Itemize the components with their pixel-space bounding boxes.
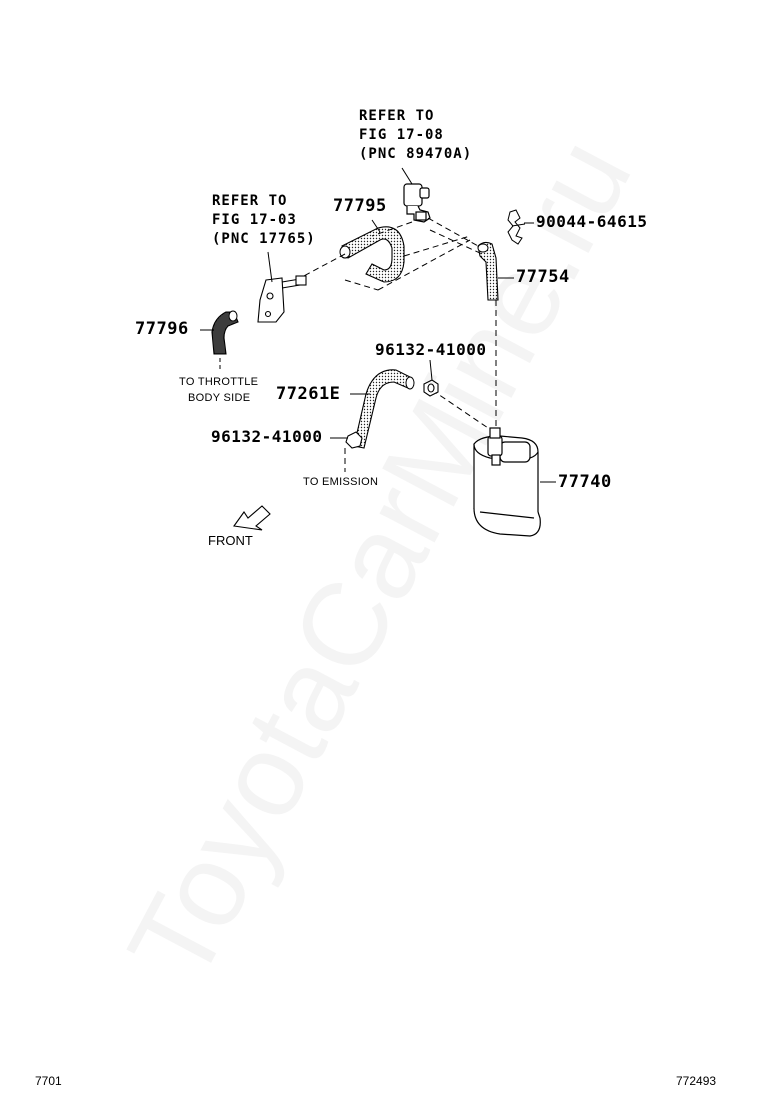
hose-77795 (339, 226, 405, 283)
clamp-top (423, 379, 439, 397)
leader-77795 (371, 219, 381, 233)
clip-part (507, 209, 526, 245)
part-96132-41000-bottom: 96132-41000 (211, 427, 323, 446)
note-to-emission: TO EMISSION (303, 476, 379, 488)
refer-fig-17-03-line2: FIG 17-03 (212, 212, 297, 228)
clamp-bottom (345, 431, 363, 449)
part-77740: 77740 (558, 472, 612, 492)
front-arrow-icon (233, 505, 271, 531)
refer-fig-17-08-line1: REFER TO (359, 108, 435, 124)
part-77754: 77754 (516, 267, 570, 287)
leader-96132-top (429, 359, 433, 381)
part-77795: 77795 (333, 196, 387, 216)
part-96132-41000-top: 96132-41000 (375, 340, 487, 359)
note-to-throttle-line2: BODY SIDE (188, 392, 251, 404)
hose-77261E (353, 369, 415, 449)
footer-right-code: 772493 (676, 1074, 717, 1088)
refer-fig-17-08-line3: (PNC 89470A) (359, 146, 473, 162)
leader-vsv (401, 167, 413, 185)
refer-fig-17-08-line2: FIG 17-08 (359, 127, 444, 143)
part-77261E: 77261E (276, 384, 341, 404)
front-label: FRONT (208, 533, 253, 548)
hose-77796 (211, 310, 239, 355)
assembly-dashed-lines (299, 217, 497, 472)
vacuum-switching-valve (403, 183, 431, 223)
footer-left-code: 7701 (35, 1074, 62, 1088)
leader-17765 (267, 251, 273, 283)
note-to-throttle-line1: TO THROTTLE (179, 376, 259, 388)
refer-fig-17-03-line1: REFER TO (212, 193, 288, 209)
charcoal-canister (473, 427, 541, 537)
throttle-bracket (257, 275, 307, 323)
part-77796: 77796 (135, 319, 189, 339)
hose-77754 (477, 241, 499, 301)
part-90044-64615: 90044-64615 (536, 212, 648, 231)
refer-fig-17-03-line3: (PNC 17765) (212, 231, 316, 247)
